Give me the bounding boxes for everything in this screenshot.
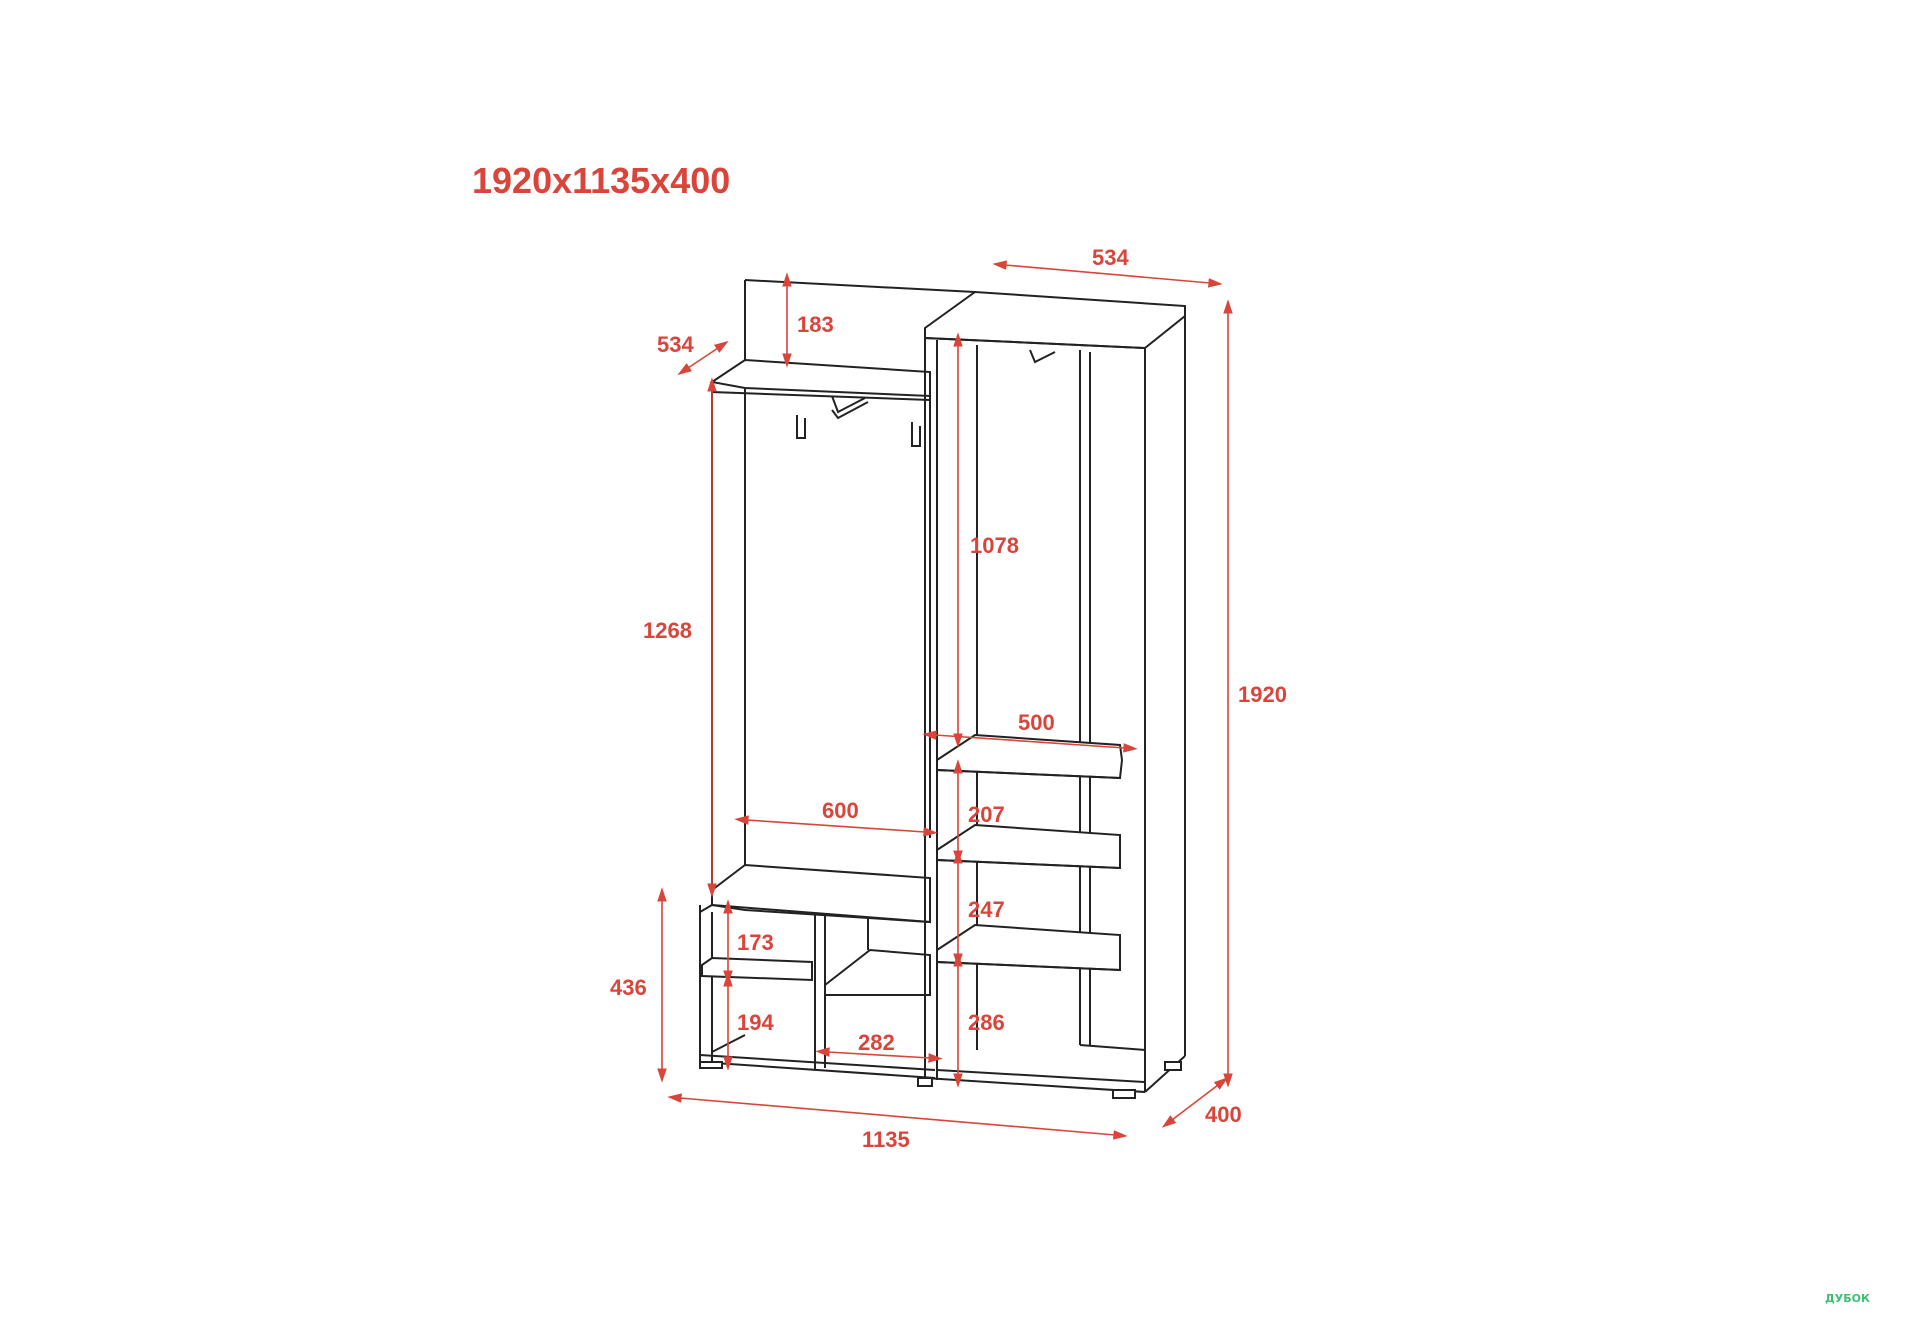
foot-right	[1112, 1089, 1136, 1099]
hat-shelf	[709, 358, 931, 398]
shoe-bottom	[699, 1054, 936, 1071]
dim-line-282	[815, 1047, 943, 1063]
dim-1920: 1920	[1238, 682, 1287, 707]
foot-left	[699, 1061, 723, 1069]
dim-436: 436	[610, 975, 647, 1000]
dim-173: 173	[737, 930, 774, 955]
dim-line-400	[1161, 1077, 1229, 1128]
diagram-title: 1920x1135x400	[472, 160, 731, 201]
dim-1135: 1135	[862, 1127, 910, 1152]
dim-1268: 1268	[643, 618, 692, 643]
dim-line-1135	[667, 1093, 1128, 1140]
back-panel-top-edge	[744, 279, 976, 293]
watermark-logo: ДУБОК	[1825, 1292, 1871, 1305]
dim-line-534-right	[992, 260, 1223, 288]
dim-line-500	[922, 730, 1138, 753]
dim-400: 400	[1205, 1102, 1242, 1127]
dim-282: 282	[858, 1030, 895, 1055]
dim-1078: 1078	[970, 533, 1019, 558]
dim-line-600	[734, 815, 938, 837]
dim-534-right: 534	[1092, 245, 1129, 270]
shoe-shelf-left	[701, 956, 813, 982]
dim-286: 286	[968, 1010, 1005, 1035]
shelf-2	[936, 823, 1121, 870]
dim-194: 194	[737, 1010, 774, 1035]
left-unit	[699, 279, 976, 1079]
dim-534-left: 534	[657, 332, 694, 357]
bench-front-edge	[711, 904, 931, 923]
hanger-rail-right	[1029, 349, 1056, 364]
dim-183: 183	[797, 312, 834, 337]
shoe-shelf-right	[824, 948, 931, 996]
coat-hook-2	[911, 422, 921, 447]
dim-line-534-left	[677, 340, 729, 376]
dim-500: 500	[1018, 710, 1055, 735]
dimension-lines	[657, 260, 1233, 1140]
dim-247: 247	[968, 897, 1005, 922]
dim-207: 207	[968, 802, 1005, 827]
dim-600: 600	[822, 798, 859, 823]
shelf-3	[936, 923, 1121, 972]
dimension-labels: 534 534 183 1268 1078 1920 500 600 207 2…	[610, 245, 1287, 1152]
coat-hook-1	[796, 415, 806, 439]
hanger-bar-left	[831, 395, 869, 420]
